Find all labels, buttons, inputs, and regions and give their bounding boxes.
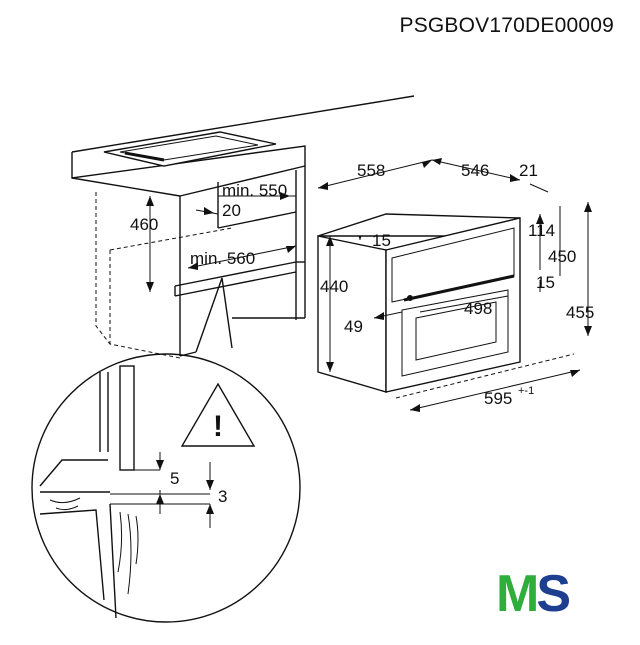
dim-440: 440 — [320, 277, 348, 296]
dim-21: 21 — [519, 161, 538, 180]
dim-455: 455 — [566, 303, 594, 322]
logo-s: S — [536, 565, 571, 623]
dim-15-top: 15 — [372, 231, 391, 250]
warning-icon: ! — [213, 410, 223, 443]
oven-dimension-lines — [317, 158, 592, 412]
dim-460: 460 — [130, 215, 158, 234]
detail-callout — [31, 277, 301, 623]
dim-546: 546 — [461, 161, 489, 180]
dim-498: 498 — [464, 299, 492, 318]
ms-logo: MS — [496, 565, 571, 623]
dim-20: 20 — [222, 201, 241, 220]
oven — [317, 213, 521, 393]
dim-595-tolerance: +-1 — [518, 385, 534, 397]
dim-15-side: 15 — [536, 273, 555, 292]
dim-114: 114 — [528, 221, 555, 240]
cabinet — [95, 166, 306, 359]
logo-m: M — [496, 565, 539, 623]
dim-min-560: min. 560 — [190, 249, 255, 268]
document-code: PSGBOV170DE00009 — [399, 14, 614, 37]
countertop — [71, 95, 415, 197]
dim-49: 49 — [344, 317, 363, 336]
dim-min-550: min. 550 — [222, 181, 287, 200]
detail-dim-3: 3 — [218, 487, 227, 506]
cabinet-dimension-lines — [146, 192, 364, 292]
dim-450: 450 — [548, 247, 576, 266]
dim-558: 558 — [357, 161, 385, 180]
detail-dim-5: 5 — [170, 469, 179, 488]
dim-595: 595 — [484, 389, 512, 408]
